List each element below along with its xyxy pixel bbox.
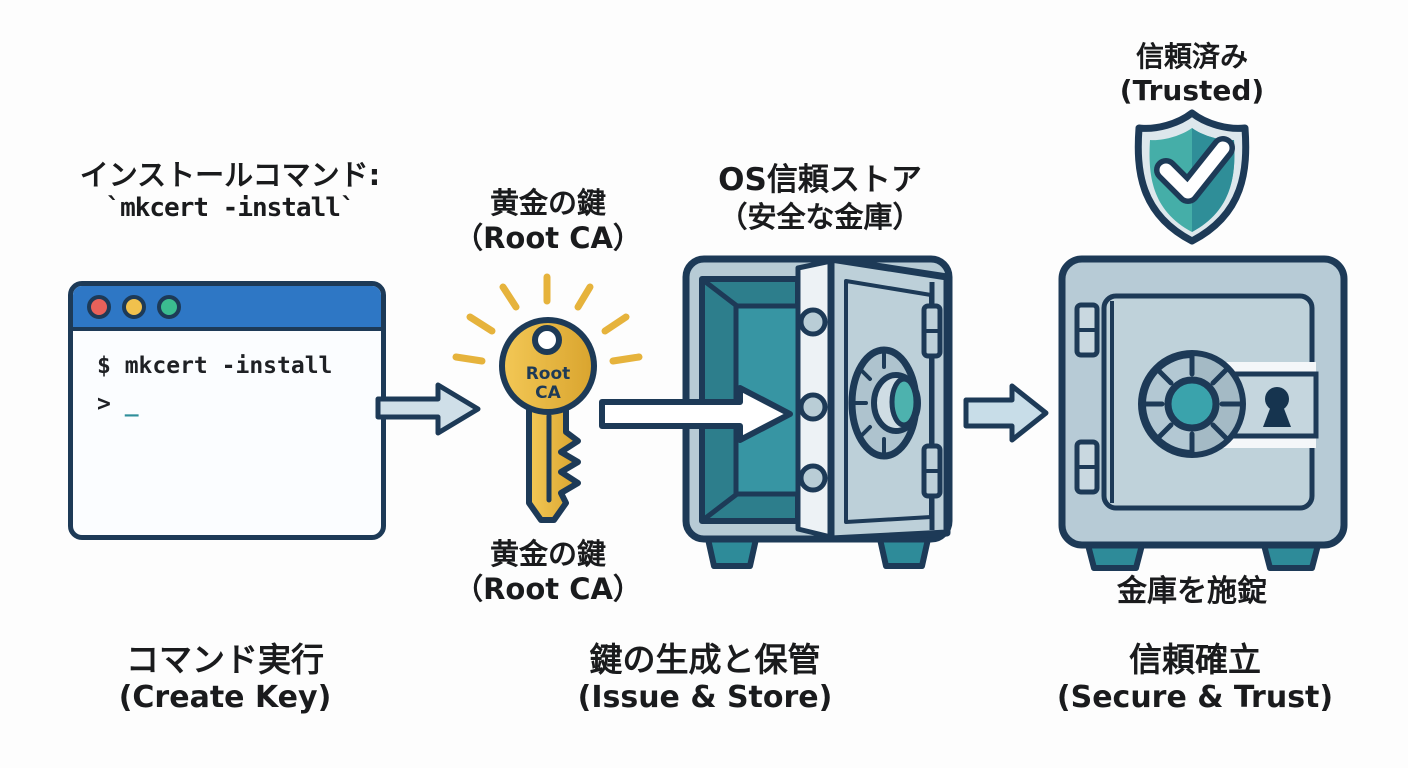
key-label-below-en: （Root CA） [454, 572, 642, 607]
os-trust-store-jp: OS信頼ストア [718, 162, 922, 198]
lock-safe-caption: 金庫を施錠 [1048, 574, 1336, 611]
safe-bolt-icon [798, 392, 828, 422]
golden-key-icon: Root CA [452, 273, 643, 523]
key-label-below-jp: 黄金の鍵 [489, 537, 606, 571]
lock-safe-caption-text: 金庫を施錠 [1117, 574, 1267, 609]
key-rays-icon [452, 273, 643, 365]
terminal-window: $ mkcert -install > _ [68, 281, 386, 540]
os-trust-store-sub: （安全な金庫） [718, 199, 922, 234]
safe-bolt-icon [798, 307, 828, 337]
step2-caption-jp: 鍵の生成と保管 [589, 640, 821, 679]
trusted-badge-label: 信頼済み (Trusted) [1078, 40, 1306, 108]
maximize-window-icon [157, 294, 181, 319]
safe-hinge-icon [1074, 439, 1100, 495]
key-label-above: 黄金の鍵 （Root CA） [420, 186, 676, 257]
step4-caption: 信頼確立 (Secure & Trust) [1005, 640, 1385, 717]
terminal-prompt-line: > _ [97, 391, 373, 417]
door-hinge-icon [921, 303, 943, 359]
key-ca-text: CA [535, 383, 561, 403]
safe-hinge-icon [1074, 302, 1100, 358]
checkmark-icon [1154, 136, 1235, 204]
closed-safe-icon [1058, 255, 1348, 571]
terminal-command-line: $ mkcert -install [97, 353, 333, 379]
os-trust-store-heading: OS信頼ストア （安全な金庫） [658, 162, 982, 235]
step1-caption-en: (Create Key) [118, 680, 332, 716]
trusted-label-en: (Trusted) [1119, 74, 1265, 108]
open-safe-icon [682, 255, 953, 569]
install-command-heading: インストールコマンド: `mkcert -install` [28, 158, 432, 225]
open-safe-dial-icon [848, 346, 920, 460]
heading-command: `mkcert -install` [105, 193, 355, 224]
key-label-above-jp: 黄金の鍵 [489, 186, 606, 220]
key-root-text: Root [526, 364, 571, 384]
key-label-above-en: （Root CA） [454, 221, 642, 256]
shield-check-icon [1134, 109, 1250, 245]
terminal-prompt: > [97, 391, 111, 417]
close-window-icon [87, 294, 111, 319]
step2-caption: 鍵の生成と保管 (Issue & Store) [525, 640, 885, 717]
flow-arrow-3 [963, 383, 1049, 443]
step4-caption-en: (Secure & Trust) [1056, 680, 1334, 716]
safe-bolt-icon [798, 463, 828, 493]
flow-arrow-1 [375, 382, 481, 436]
step1-caption: コマンド実行 (Create Key) [55, 640, 395, 717]
step2-caption-en: (Issue & Store) [577, 680, 833, 716]
minimize-window-icon [122, 294, 146, 319]
step4-caption-jp: 信頼確立 [1129, 640, 1261, 679]
heading-japanese: インストールコマンド: [79, 158, 381, 192]
flow-arrow-2 [599, 385, 793, 443]
terminal-cursor: _ [124, 391, 139, 417]
keyhole-icon [1263, 387, 1291, 427]
terminal-body: $ mkcert -install > _ [73, 331, 381, 417]
terminal-titlebar [73, 286, 381, 331]
door-hinge-icon [921, 443, 943, 499]
step1-caption-jp: コマンド実行 [126, 640, 324, 679]
trusted-label-jp: 信頼済み [1135, 40, 1248, 73]
key-label-below: 黄金の鍵 （Root CA） [420, 537, 676, 608]
combination-dial-icon [1138, 350, 1246, 458]
